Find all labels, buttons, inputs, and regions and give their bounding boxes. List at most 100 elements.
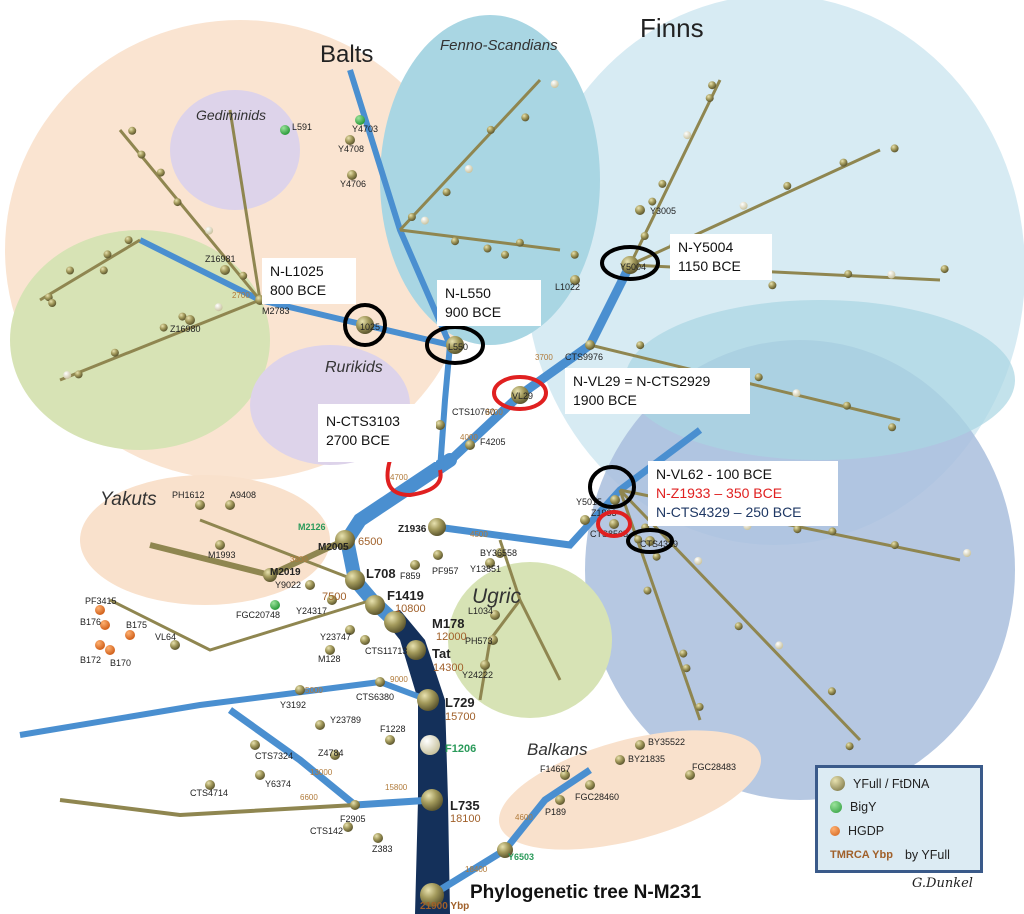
tree-node (844, 270, 853, 279)
node-label-y4703: Y4703 (352, 124, 378, 134)
tree-node (652, 552, 661, 561)
age-label: 9000 (390, 675, 408, 684)
branch-vl29 (436, 262, 635, 474)
tree-node (480, 660, 490, 670)
callout-vl29: N-VL29 = N-CTS2929 1900 BCE (565, 368, 750, 414)
node-label-by35522: BY35522 (648, 737, 685, 747)
tree-node (464, 165, 473, 173)
age-m2005: 6500 (358, 536, 382, 548)
node-label-cts4714: CTS4714 (190, 788, 228, 798)
tree-node (99, 266, 108, 275)
tree-node (48, 299, 57, 307)
tree-node (679, 649, 688, 658)
tree-node (648, 197, 657, 206)
tree-node (373, 833, 383, 843)
tree-node (407, 213, 416, 221)
node-label-b176: B176 (80, 617, 101, 627)
tree-node (643, 586, 652, 595)
legend-label: YFull / FtDNA (853, 776, 930, 791)
tree-node (215, 540, 225, 550)
legend-label: TMRCA Ybp (830, 849, 893, 861)
callout-text: 800 BCE (270, 282, 327, 298)
legend: YFull / FtDNA BigY HGDP TMRCA Ybp by YFu… (815, 765, 983, 873)
tree-node (350, 800, 360, 810)
tree-node (495, 548, 505, 558)
tree-node (685, 770, 695, 780)
tree-node (239, 271, 248, 280)
callout-text: N-Y5004 (678, 239, 734, 255)
callout-text: N-L550 (445, 285, 491, 301)
tree-node (940, 265, 949, 274)
node-label-y5004: Y5004 (620, 262, 646, 272)
tree-node (44, 293, 53, 302)
node-label-vl29: VL29 (512, 391, 533, 401)
node-label-l1022: L1022 (555, 282, 580, 292)
tree-node (205, 780, 215, 790)
node-label-m128: M128 (318, 654, 341, 664)
node-label-f1228: F1228 (380, 724, 406, 734)
branch-ages: 4700 4000 3700 3700 3800 4500 9000 5000 … (232, 291, 553, 874)
label-f1206: F1206 (445, 743, 476, 755)
highlight-l550 (425, 325, 485, 365)
tree-node (315, 720, 325, 730)
region-label-balkans: Balkans (527, 740, 588, 759)
tree-node (442, 188, 451, 197)
trunk-node (417, 689, 439, 711)
region-label-yakuts: Yakuts (100, 489, 157, 510)
label-l708: L708 (366, 566, 396, 581)
trunk-node (497, 842, 513, 858)
tree-node (488, 635, 498, 645)
tree-node (225, 500, 235, 510)
highlight-l1025 (343, 303, 387, 347)
tree-node (343, 822, 353, 832)
signature: G.Dunkel (912, 876, 973, 891)
node-label-y23789: Y23789 (330, 715, 361, 725)
tree-node (159, 323, 168, 332)
node-label-cts6380: CTS6380 (356, 692, 394, 702)
tree-node (792, 389, 801, 398)
tree-node (250, 740, 260, 750)
age-label: 4000 (460, 433, 478, 442)
callout-text: 1150 BCE (678, 258, 741, 274)
branches (19, 69, 961, 914)
region-balkans (498, 730, 762, 850)
node-label-by36558: BY36558 (480, 548, 517, 558)
age-label: 15800 (385, 783, 408, 792)
trunk (380, 610, 450, 914)
region-finns-mid (625, 300, 1015, 460)
age-l729: 15700 (445, 711, 476, 723)
legend-item-yfull: YFull / FtDNA (830, 776, 929, 791)
node-label-y9022: Y9022 (275, 580, 301, 590)
callout-l1025: N-L1025 800 BCE (262, 258, 356, 304)
node-label-pf3415: PF3415 (85, 596, 117, 606)
tree-node (610, 495, 620, 505)
node-label-by21835: BY21835 (628, 754, 665, 764)
region-fenno-scandians (380, 15, 600, 345)
tree-node (327, 595, 337, 605)
tree-node (280, 125, 290, 135)
callout-text: N-L1025 (270, 263, 324, 279)
node-label-y24222: Y24222 (462, 670, 493, 680)
node-label-ph573: PH573 (465, 636, 493, 646)
tree-node (178, 312, 187, 321)
node-label-cts10760: CTS10760 (452, 407, 495, 417)
node-label-p189: P189 (545, 807, 566, 817)
tree-node (609, 519, 619, 529)
tree-node (570, 250, 579, 259)
legend-item-tmrca: TMRCA Ybp by YFull (830, 848, 950, 862)
region-label-balts: Balts (320, 41, 373, 68)
label-l735: L735 (450, 798, 480, 813)
tree-node (137, 150, 146, 159)
tree-node (465, 440, 475, 450)
age-label: 3800 (290, 555, 308, 564)
age-label: 2700 (232, 291, 250, 300)
tree-node (550, 80, 559, 89)
region-finns-east (585, 340, 1015, 800)
node-label-z383: Z383 (372, 844, 393, 854)
node-label-m2783: M2783 (262, 306, 290, 316)
callout-cts3103: N-CTS3103 2700 BCE (318, 404, 436, 462)
tree-node (490, 610, 500, 620)
tree-node (570, 275, 580, 285)
